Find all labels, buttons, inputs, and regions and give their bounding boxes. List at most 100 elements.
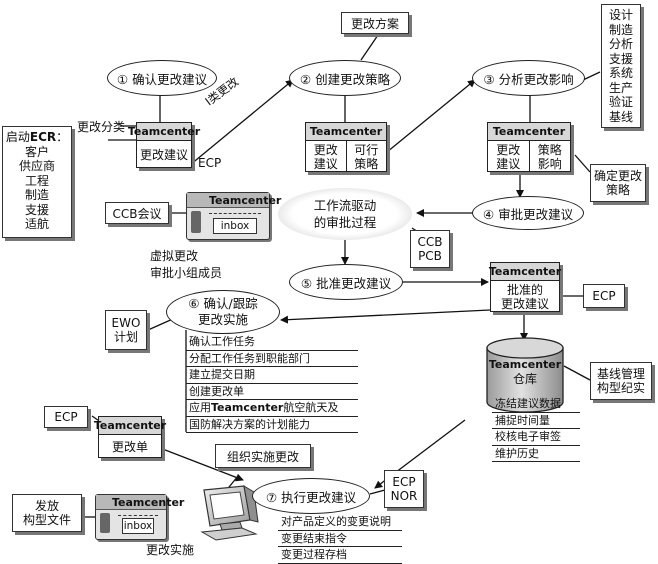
repository-label: Teamcenter 仓库 [487,357,563,387]
tc-header: Teamcenter [489,263,561,281]
repository-item: 维护历史 [492,446,580,462]
cell-text: 策略 [354,156,379,171]
tc-header: Teamcenter [306,123,386,141]
role-6: 验证 [608,95,633,109]
toolbar-strip [100,513,110,533]
tc-proposal-text: 更改建议 [139,147,188,162]
dashed-divider [118,515,158,516]
role-0: 设计 [608,8,633,22]
virtual-board-line: 审批小组成员 [150,266,223,280]
callout-baseline-mgmt: 基线管理 构型纪实 [590,362,652,400]
workflow-line: 工作流驱动 [313,198,377,213]
repository-brand: Teamcenter [488,358,562,371]
step-approve-proposal: ⑤ 批准更改建议 [289,264,403,300]
callout-line: PCB [418,249,442,263]
callout-line: EWO [111,315,141,330]
inbox-field: inbox [122,518,154,534]
start-ecr-title: 启动ECR： [5,130,69,144]
repository-item: 冻结建议数据 [492,396,580,413]
label-virtual-board: 虚拟更改 审批小组成员 [150,248,240,282]
callout-determine-strategy: 确定更改 策略 [590,164,646,202]
change-order-text: 更改单 [111,439,148,454]
callout-line: 计划 [113,330,138,344]
ecr-source-1: 供应商 [18,159,55,173]
repository-task-list: 冻结建议数据 捕捉时间量 校核电子审签 维护历史 [492,396,580,462]
inbox-window-title: Teamcenter [187,193,281,208]
label-change-impl: 更改实施 [146,543,195,557]
step-approve-review: ④ 审批更改建议 [472,196,584,230]
callout-line: 发放 [34,498,59,513]
step-confirm-proposal: ① 确认更改建议 [107,60,217,96]
repository-name: 仓库 [512,372,537,386]
toolbar-strip [191,211,201,233]
role-3: 支援 [608,51,633,66]
callout-line: 确定更改 [593,168,642,183]
repository-item: 校核电子审签 [492,429,580,446]
cell-text: 策略 [537,142,562,157]
tracking-item: 分配工作任务到职能部门 [186,351,358,367]
cell-text: 可行 [354,142,379,157]
cell-text: 建议 [313,156,338,171]
teamcenter-strategy: Teamcenter 更改建议 可行策略 [305,122,387,172]
callout-ccb-meeting: CCB会议 [105,202,169,224]
tracking-item: 国防解决方案的计划能力 [186,417,358,433]
step-analyze-impact: ③ 分析更改影响 [472,60,585,96]
callout-line: 构型文件 [22,513,71,527]
inbox-window-ccb: Teamcenter inbox [186,192,281,240]
approved-line: 更改建议 [500,296,549,311]
callout-line: CCB [417,234,443,249]
callout-change-plan: 更改方案 [341,12,409,34]
step-execute-proposal: ⑦ 执行更改建议 [252,478,370,514]
ecr-source-5: 适航 [24,217,49,231]
tracking-item: 应用Teamcenter航空航天及 [186,400,358,417]
callout-ewo-plan: EWO 计划 [105,310,147,350]
callout-ecp-nor: ECP NOR [384,470,424,508]
dashed-divider [209,213,261,214]
step-approve-review-label: ④ 审批更改建议 [482,206,574,222]
role-2: 分析 [608,37,633,51]
label-ecp-under-box: ECP [198,156,222,170]
execution-item: 变更过程存档 [278,547,402,564]
callout-ecp-left: ECP [44,406,88,428]
step-confirm-track: ⑥ 确认/跟踪 更改实施 [166,290,280,334]
callout-organize-impl: 组织实施更改 [215,444,311,468]
tc-header: Teamcenter [94,417,166,435]
role-7: 基线 [608,109,633,124]
step-confirm-track-line: ⑥ 确认/跟踪 [188,296,258,311]
callout-start-ecr: 启动ECR： 客户 供应商 工程 制造 支援 适航 [2,126,72,238]
inbox-window-title: Teamcenter [96,495,184,510]
role-4: 系统 [608,66,633,80]
callout-change-plan-text: 更改方案 [350,16,399,31]
callout-analysis-roles: 设计 制造 分析 支援 系统 生产 验证 基线 [601,4,641,128]
teamcenter-change-order: Teamcenter 更改单 [94,416,166,458]
ecr-source-3: 制造 [24,188,49,202]
approved-line: 批准的 [506,282,543,297]
tracking-item: 建立提交日期 [186,367,358,384]
callout-line: 策略 [605,183,630,197]
workflow-line: 的审批过程 [313,215,377,230]
cell-text: 更改 [313,142,338,157]
teamcenter-change-proposal: Teamcenter 更改建议 [128,122,200,168]
step-confirm-track-line: 更改实施 [197,312,248,327]
ecr-source-4: 支援 [24,202,49,217]
step-analyze-impact-label: ③ 分析更改影响 [483,71,574,87]
teamcenter-impact: Teamcenter 更改建议 策略影响 [487,122,571,172]
cell-text: 影响 [537,156,562,171]
step-confirm-proposal-label: ① 确认更改建议 [116,71,208,87]
inbox-field: inbox [213,218,257,234]
tracking-task-list: 确认工作任务 分配工作任务到职能部门 建立提交日期 创建更改单 应用Teamce… [186,334,358,433]
role-1: 制造 [608,22,633,37]
tc-header: Teamcenter [128,123,200,141]
step-approve-proposal-label: ⑤ 批准更改建议 [300,275,392,291]
callout-ccb-pcb: CCB PCB [410,230,450,268]
computer-icon [200,485,259,541]
callout-ecp-left-text: ECP [54,410,78,424]
execution-item: 对产品定义的变更说明 [278,514,402,531]
step-create-strategy-label: ② 创建更改策略 [299,71,391,87]
callout-line: 构型纪实 [596,381,645,395]
virtual-board-line: 虚拟更改 [150,249,199,263]
callout-line: 基线管理 [596,366,645,381]
label-change-classification: 更改分类 [77,120,126,134]
callout-ccb-meeting-text: CCB会议 [112,206,162,221]
ecr-source-0: 客户 [24,144,49,159]
